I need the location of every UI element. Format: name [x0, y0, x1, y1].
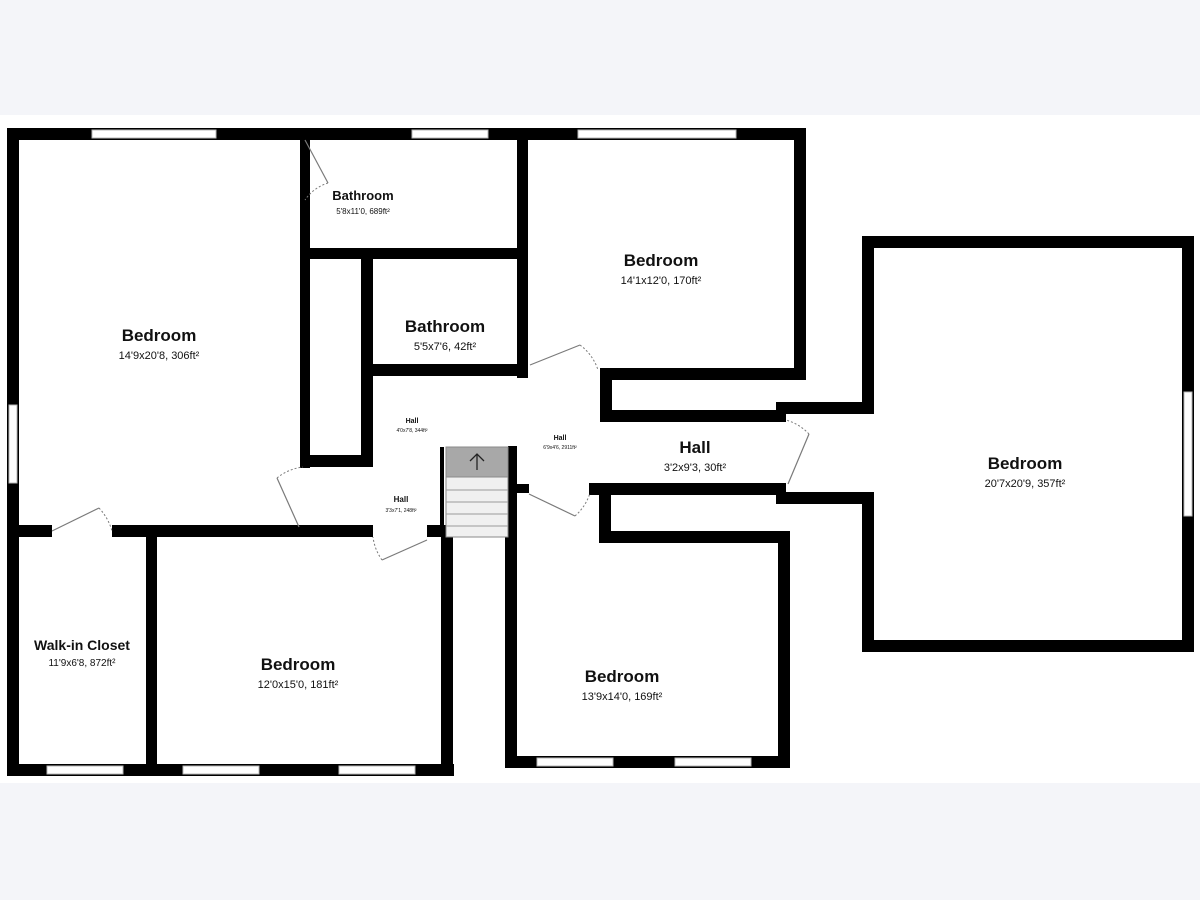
room-dimensions: 3'2x9'3, 30ft²	[664, 462, 727, 474]
room-dimensions: 5'5x7'6, 42ft²	[414, 341, 477, 353]
room-dimensions: 4'0x7'8, 344ft²	[396, 428, 427, 434]
room-hall-center: Hall 6'9x4'6, 2911ft²	[543, 435, 577, 451]
room-dimensions: 14'9x20'8, 306ft²	[119, 350, 200, 362]
room-name: Bedroom	[122, 326, 197, 345]
window	[1183, 391, 1193, 517]
floor-plan-canvas	[0, 115, 1200, 783]
wall-bath1-bottom	[300, 248, 528, 259]
wall-hall-top	[600, 410, 786, 422]
room-name: Hall	[406, 418, 419, 425]
room-bathroom-top: Bathroom 5'8x11'0, 689ft²	[332, 188, 393, 216]
room-bedroom-large-right: Bedroom 20'7x20'9, 357ft²	[985, 454, 1066, 490]
room-hall-bottom: Hall 3'3x7'1, 248ft²	[385, 495, 416, 514]
door	[51, 507, 113, 532]
room-name: Hall	[554, 435, 567, 442]
room-dimensions: 13'9x14'0, 169ft²	[582, 691, 663, 703]
wall-closet-small-right	[361, 248, 373, 467]
room-walk-in-closet: Walk-in Closet 11'9x6'8, 872ft²	[34, 637, 130, 669]
room-name: Bathroom	[332, 188, 393, 203]
doors	[51, 139, 810, 561]
room-bedroom-bottom-right: Bedroom 13'9x14'0, 169ft²	[582, 667, 663, 703]
wall-bedroom-center-right	[441, 528, 453, 776]
window	[46, 765, 124, 775]
room-name: Bedroom	[261, 655, 336, 674]
door	[528, 492, 591, 517]
wall-hall-top-ext	[776, 402, 872, 414]
room-bathroom-small: Bathroom 5'5x7'6, 42ft²	[405, 317, 485, 353]
wall-stair-left	[440, 447, 444, 537]
room-bedroom-top-right: Bedroom 14'1x12'0, 170ft²	[621, 251, 702, 287]
wall-bigbed-bottom	[862, 640, 1194, 652]
room-name: Walk-in Closet	[34, 637, 130, 653]
window	[577, 129, 737, 139]
wall-bigbed-top	[862, 236, 1194, 248]
door	[276, 466, 304, 528]
wall-bed-br-top	[599, 531, 790, 543]
room-name: Bedroom	[988, 454, 1063, 473]
wall-hall-bottom-main	[589, 483, 786, 495]
wall-closet-top-b	[112, 525, 373, 537]
window	[338, 765, 416, 775]
door	[785, 419, 810, 485]
wall-stair-door-stub	[517, 484, 529, 493]
room-dimensions: 5'8x11'0, 689ft²	[336, 207, 390, 216]
door	[304, 139, 329, 201]
wall-hall-upper-left	[600, 368, 612, 420]
room-name: Bathroom	[405, 317, 485, 336]
room-hall-left: Hall 4'0x7'8, 344ft²	[396, 418, 427, 434]
wall-bath2-bottom	[361, 364, 528, 376]
window	[91, 129, 217, 139]
room-dimensions: 3'3x7'1, 248ft²	[385, 508, 416, 514]
wall-closet-bedroom	[146, 525, 157, 776]
wall-bath-right	[517, 128, 528, 378]
wall-bigbed-left-bottom	[862, 492, 874, 652]
windows	[8, 129, 1193, 775]
window	[536, 757, 614, 767]
room-name: Hall	[394, 495, 409, 504]
wall-bed-top-right	[794, 128, 806, 379]
wall-hall-bottom-ext	[776, 492, 872, 504]
wall-closet-small-bottom	[300, 455, 372, 467]
wall-bed-br-upper-left	[599, 483, 611, 543]
wall-bigbed-left-top	[862, 236, 874, 414]
wall-bed-top-bottom	[600, 368, 806, 380]
window	[182, 765, 260, 775]
window	[8, 404, 18, 484]
room-bedroom-bottom-center: Bedroom 12'0x15'0, 181ft²	[258, 655, 339, 691]
window	[411, 129, 489, 139]
room-name: Bedroom	[585, 667, 660, 686]
staircase	[445, 446, 509, 538]
room-dimensions: 12'0x15'0, 181ft²	[258, 679, 339, 691]
up-arrow-icon	[469, 453, 485, 470]
room-dimensions: 11'9x6'8, 872ft²	[48, 658, 116, 669]
wall-bedroom-bath	[300, 128, 310, 468]
wall-stair-right	[508, 446, 517, 538]
room-labels: Bedroom 14'9x20'8, 306ft² Bathroom 5'8x1…	[34, 188, 1066, 703]
room-dimensions: 20'7x20'9, 357ft²	[985, 478, 1066, 490]
door	[529, 344, 599, 371]
room-dimensions: 6'9x4'6, 2911ft²	[543, 445, 577, 451]
room-name: Hall	[679, 438, 710, 457]
room-name: Bedroom	[624, 251, 699, 270]
room-hall-right: Hall 3'2x9'3, 30ft²	[664, 438, 727, 474]
wall-closet-top-a	[7, 525, 52, 537]
room-bedroom-main: Bedroom 14'9x20'8, 306ft²	[119, 326, 200, 362]
window	[674, 757, 752, 767]
door	[372, 536, 428, 561]
room-dimensions: 14'1x12'0, 170ft²	[621, 275, 702, 287]
wall-bed-br-left	[505, 537, 517, 768]
wall-bed-br-right	[778, 531, 790, 768]
